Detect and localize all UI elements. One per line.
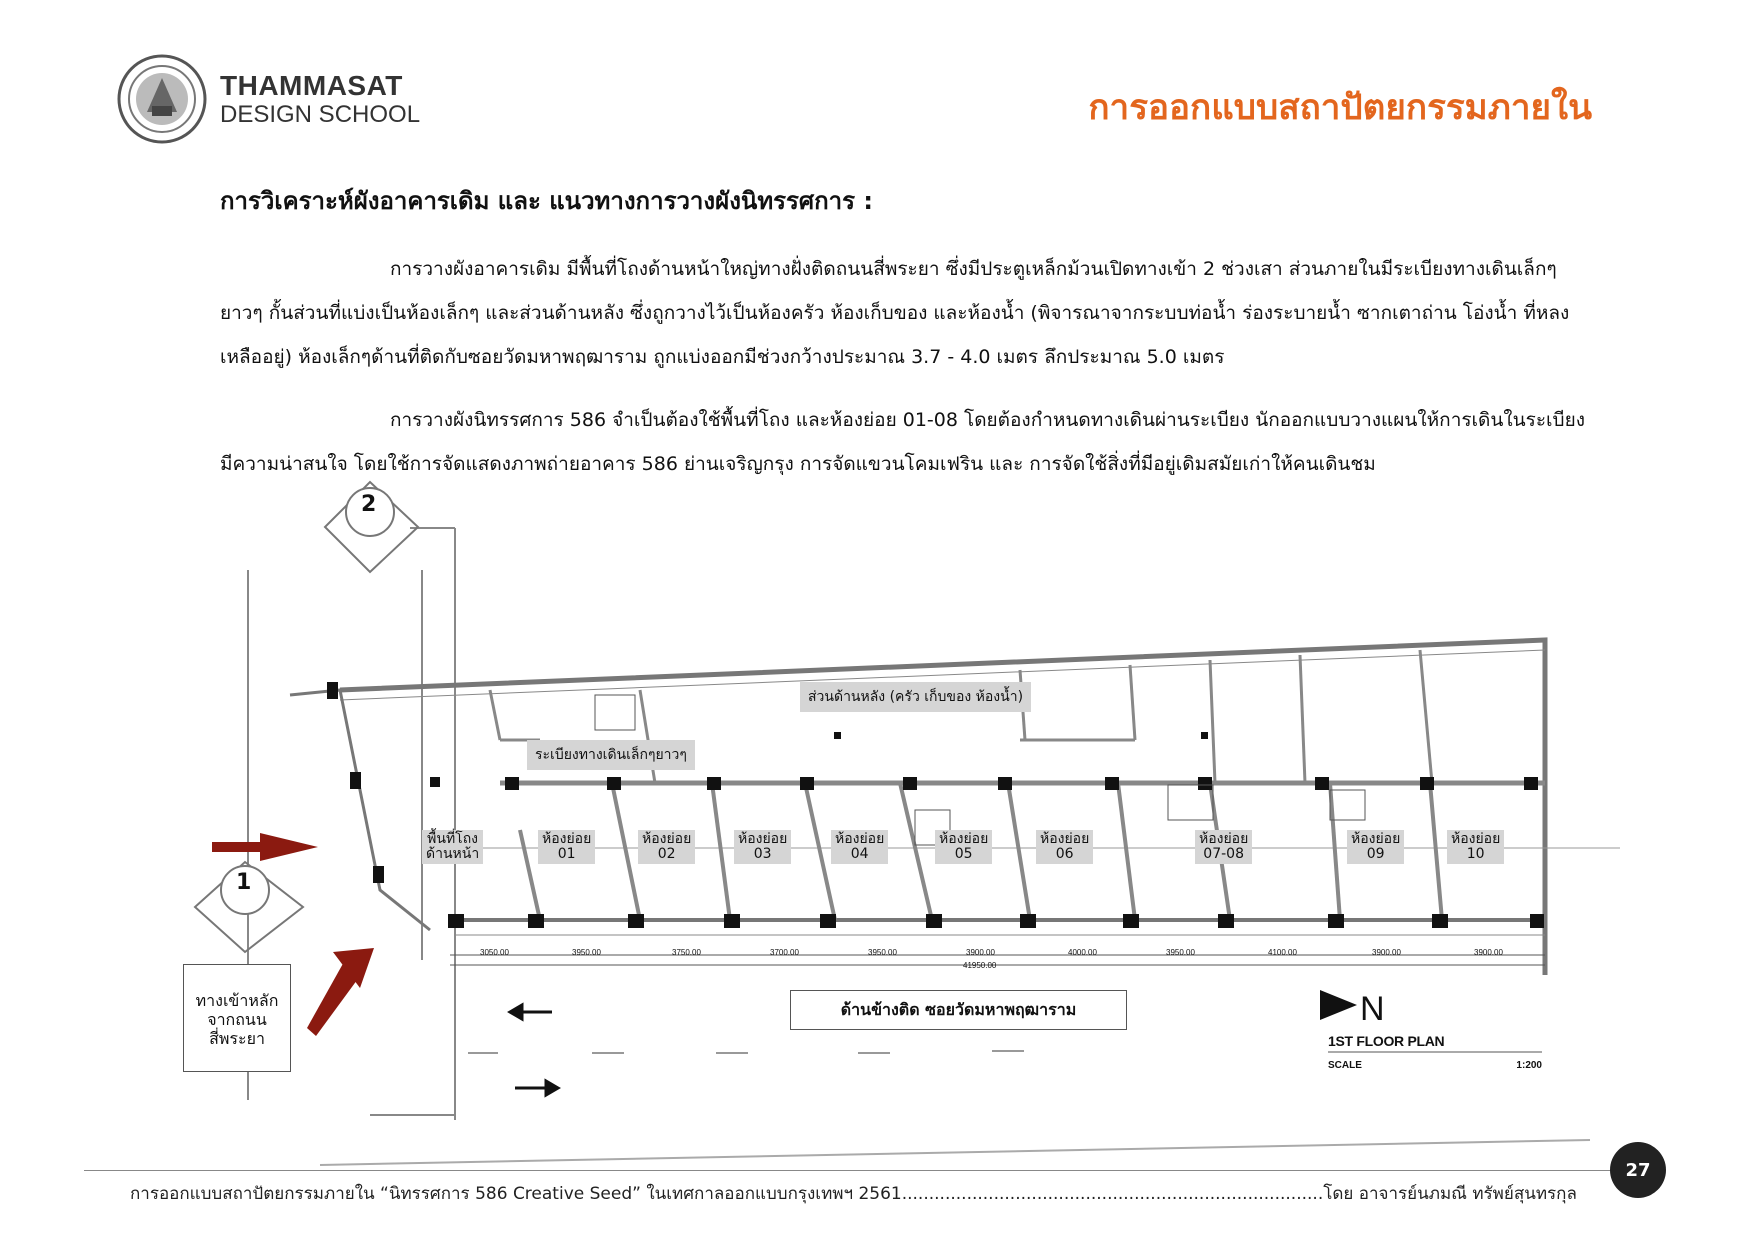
room-label-line1: ห้องย่อย [1040,831,1090,847]
section-title: การออกแบบสถาปัตยกรรมภายใน [1088,88,1592,128]
room-label-number: 05 [954,846,973,862]
rear-area-label: ส่วนด้านหลัง (ครัว เก็บของ ห้องน้ำ) [800,682,1032,712]
scale-row: SCALE 1:200 [1328,1060,1542,1071]
room-label: ห้องย่อย 04 [831,830,889,864]
dimension-label: 3950.00 [572,948,601,957]
scale-label: SCALE [1328,1060,1362,1071]
university-seal-logo [117,54,207,144]
scale-value: 1:200 [1516,1060,1542,1071]
room-label-number: 03 [753,846,772,862]
paragraph1-text: การวางผังอาคารเดิม มีพื้นที่โถงด้านหน้าใ… [220,258,1570,368]
room-label: ห้องย่อย 07-08 [1195,830,1253,864]
page-number: 27 [1610,1142,1666,1198]
room-label: ห้องย่อย 03 [734,830,792,864]
room-label-line1: ห้องย่อย [939,831,989,847]
floor-plan: 1 2 ส่วนด้านหลัง (ครัว เก็บของ ห้องน้ำ) … [0,470,1755,1190]
side-road-label: ด้านข้างติด ซอยวัดมหาพฤฒาราม [790,990,1127,1030]
room-label-number: 09 [1366,846,1385,862]
room-label: ห้องย่อย 06 [1036,830,1094,864]
dimension-label: 3700.00 [770,948,799,957]
hall-label-line2: ด้านหน้า [426,846,480,862]
main-entrance-line2: จากถนน [207,1010,267,1029]
footer-text: การออกแบบสถาปัตยกรรมภายใน “นิทรรศการ 586… [130,1184,1577,1204]
hall-label-line1: พื้นที่โถง [427,831,479,847]
room-label: ห้องย่อย 01 [538,830,596,864]
dimension-label: 3950.00 [1166,948,1195,957]
dimension-label: 4100.00 [1268,948,1297,957]
overall-dimension-label: 41950.00 [963,961,997,970]
analysis-heading: การวิเคราะห์ผังอาคารเดิม และ แนวทางการวา… [220,187,874,215]
school-logo-text: THAMMASAT DESIGN SCHOOL [220,72,420,127]
dimension-label: 3950.00 [868,948,897,957]
room-label-line1: ห้องย่อย [835,831,885,847]
room-label-number: 01 [557,846,576,862]
room-label: ห้องย่อย 10 [1447,830,1505,864]
room-label-number: 07-08 [1203,846,1244,862]
footer-divider [84,1170,1614,1171]
paragraph-existing-layout: การวางผังอาคารเดิม มีพื้นที่โถงด้านหน้าใ… [220,247,1592,379]
main-entrance-line3: สี่พระยา [209,1029,265,1048]
entrance-marker-1: 1 [236,870,252,895]
dimension-label: 3900.00 [966,948,995,957]
north-label: N [1360,990,1385,1028]
paragraph2-text: การวางผังนิทรรศการ 586 จำเป็นต้องใช้พื้น… [220,409,1586,475]
corridor-label: ระเบียงทางเดินเล็กๆยาวๆ [527,740,695,770]
floor-plan-drawing [193,480,1620,1166]
logo-line1: THAMMASAT [220,70,403,101]
room-label: ห้องย่อย 09 [1347,830,1405,864]
room-label-line1: ห้องย่อย [1199,831,1249,847]
dimension-label: 3900.00 [1372,948,1401,957]
dimension-label: 3750.00 [672,948,701,957]
room-label-line1: ห้องย่อย [738,831,788,847]
dimension-label: 3050.00 [480,948,509,957]
main-entrance-line1: ทางเข้าหลัก [195,991,279,1010]
paragraph-exhibition-layout: การวางผังนิทรรศการ 586 จำเป็นต้องใช้พื้น… [220,398,1592,486]
hall-label: พื้นที่โถง ด้านหน้า [422,830,484,864]
room-label-line1: ห้องย่อย [642,831,692,847]
room-label-line1: ห้องย่อย [1351,831,1401,847]
floor-plan-title: 1ST FLOOR PLAN [1328,1033,1445,1049]
room-label: ห้องย่อย 05 [935,830,993,864]
main-entrance-note: ทางเข้าหลัก จากถนน สี่พระยา [183,964,291,1072]
dimension-label: 4000.00 [1068,948,1097,957]
room-label-line1: ห้องย่อย [1451,831,1501,847]
entrance-marker-2: 2 [361,492,377,517]
room-label-line1: ห้องย่อย [542,831,592,847]
dimension-label: 3900.00 [1474,948,1503,957]
room-label-number: 02 [657,846,676,862]
room-label-number: 06 [1055,846,1074,862]
logo-line2: DESIGN SCHOOL [220,101,421,128]
room-label: ห้องย่อย 02 [638,830,696,864]
room-label-number: 04 [850,846,869,862]
room-label-number: 10 [1466,846,1485,862]
